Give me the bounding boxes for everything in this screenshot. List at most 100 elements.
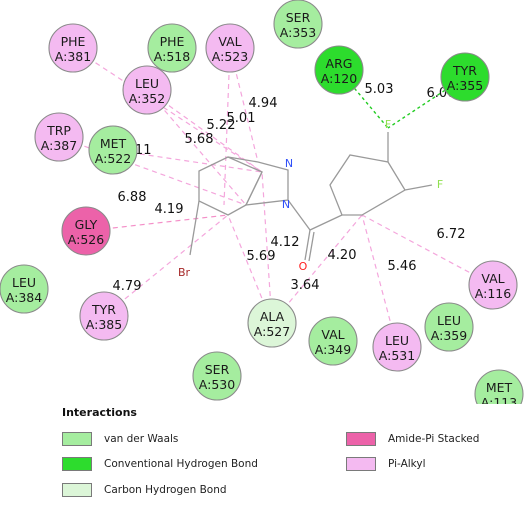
residue-circle <box>474 369 524 404</box>
residue-circle <box>424 302 474 352</box>
residue-circle <box>79 291 129 341</box>
line-met522 <box>112 149 263 173</box>
line-ala527-a <box>261 171 273 324</box>
atom-label-f2: F <box>437 178 443 191</box>
residue-name: ALA <box>260 309 285 324</box>
distance-label: 5.01 <box>227 111 256 126</box>
residue-circle <box>440 52 490 102</box>
residue-number: A:384 <box>6 290 42 305</box>
residue-name: TYR <box>452 63 477 78</box>
residue-number: A:385 <box>86 317 122 332</box>
residue-name: SER <box>286 10 311 25</box>
residue-name: PHE <box>160 34 185 49</box>
residue-number: A:523 <box>212 49 248 64</box>
legend-label: Carbon Hydrogen Bond <box>104 484 227 496</box>
residue-circle <box>61 206 111 256</box>
residue-circle <box>468 260 518 310</box>
residue-number: A:113 <box>481 395 517 404</box>
residue-name: TRP <box>46 123 71 138</box>
difluorophenyl-ring <box>329 154 406 216</box>
residue-name: LEU <box>437 313 461 328</box>
residue-name: SER <box>205 362 230 377</box>
residue-number: A:381 <box>55 49 91 64</box>
residue-circle <box>147 23 197 73</box>
ligand-structure <box>189 132 433 262</box>
residue-number: A:387 <box>41 138 77 153</box>
residue-number: A:120 <box>321 71 357 86</box>
residue-name: ARG <box>326 56 353 71</box>
legend-swatch <box>62 457 92 471</box>
residue-number: A:355 <box>447 78 483 93</box>
distance-label: 4.12 <box>271 235 300 250</box>
residue-name: VAL <box>218 34 241 49</box>
residue-circle <box>314 45 364 95</box>
residue-name: MET <box>100 136 127 151</box>
residue-name: TYR <box>91 302 116 317</box>
distance-label: 5.69 <box>247 249 276 264</box>
residue-name: VAL <box>481 271 504 286</box>
distance-labels: 5.036.004.945.015.225.686.116.884.194.12… <box>113 82 466 294</box>
distance-label: 4.94 <box>249 96 278 111</box>
legend-label: van der Waals <box>104 433 179 445</box>
residue-number: A:359 <box>431 328 467 343</box>
residue-circle <box>122 65 172 115</box>
residue-name: VAL <box>321 327 344 342</box>
legend-label: Conventional Hydrogen Bond <box>104 458 258 470</box>
residue-circle <box>372 322 422 372</box>
line-leu352-b <box>146 89 263 173</box>
legend-item-pi-alkyl: Pi-Alkyl <box>346 456 426 472</box>
residue-name: PHE <box>61 34 86 49</box>
legend-swatch <box>346 457 376 471</box>
residue-circle <box>205 23 255 73</box>
residue-number: A:531 <box>379 348 415 363</box>
legend-item-amide-pi-stacked: Amide-Pi Stacked <box>346 431 479 447</box>
distance-label: 6.72 <box>437 227 466 242</box>
residue-circle <box>88 125 138 175</box>
residue-number: A:518 <box>154 49 190 64</box>
line-val523-b <box>223 47 231 206</box>
legend: Interactions van der Waals Conventional … <box>58 404 518 504</box>
atom-label-br: Br <box>178 266 191 279</box>
atom-label-o: O <box>299 260 308 273</box>
distance-label: 5.68 <box>185 132 214 147</box>
legend-label: Pi-Alkyl <box>388 458 426 470</box>
line-phe381 <box>72 47 263 173</box>
distance-label: 5.03 <box>365 82 394 97</box>
distance-label: 3.64 <box>291 278 320 293</box>
atom-label-n1: N <box>285 157 293 170</box>
atom-label-n2: N <box>282 198 290 211</box>
residue-circle <box>48 23 98 73</box>
residue-number: A:526 <box>68 232 104 247</box>
residue-circle <box>34 112 84 162</box>
legend-item-van-der-waals: van der Waals <box>62 431 178 447</box>
line-leu352 <box>146 89 247 206</box>
legend-item-carbon-hydrogen-bond: Carbon Hydrogen Bond <box>62 482 227 498</box>
line-ala527-c <box>271 214 363 324</box>
residue-name: LEU <box>385 333 409 348</box>
residue-number: A:116 <box>475 286 511 301</box>
residue-name: LEU <box>135 76 159 91</box>
distance-label: 6.88 <box>118 190 147 205</box>
line-trp387 <box>58 136 247 206</box>
line-val116 <box>361 214 494 286</box>
residue-name: MET <box>486 380 513 395</box>
residue-circle <box>247 298 297 348</box>
residue-circle <box>192 351 242 401</box>
